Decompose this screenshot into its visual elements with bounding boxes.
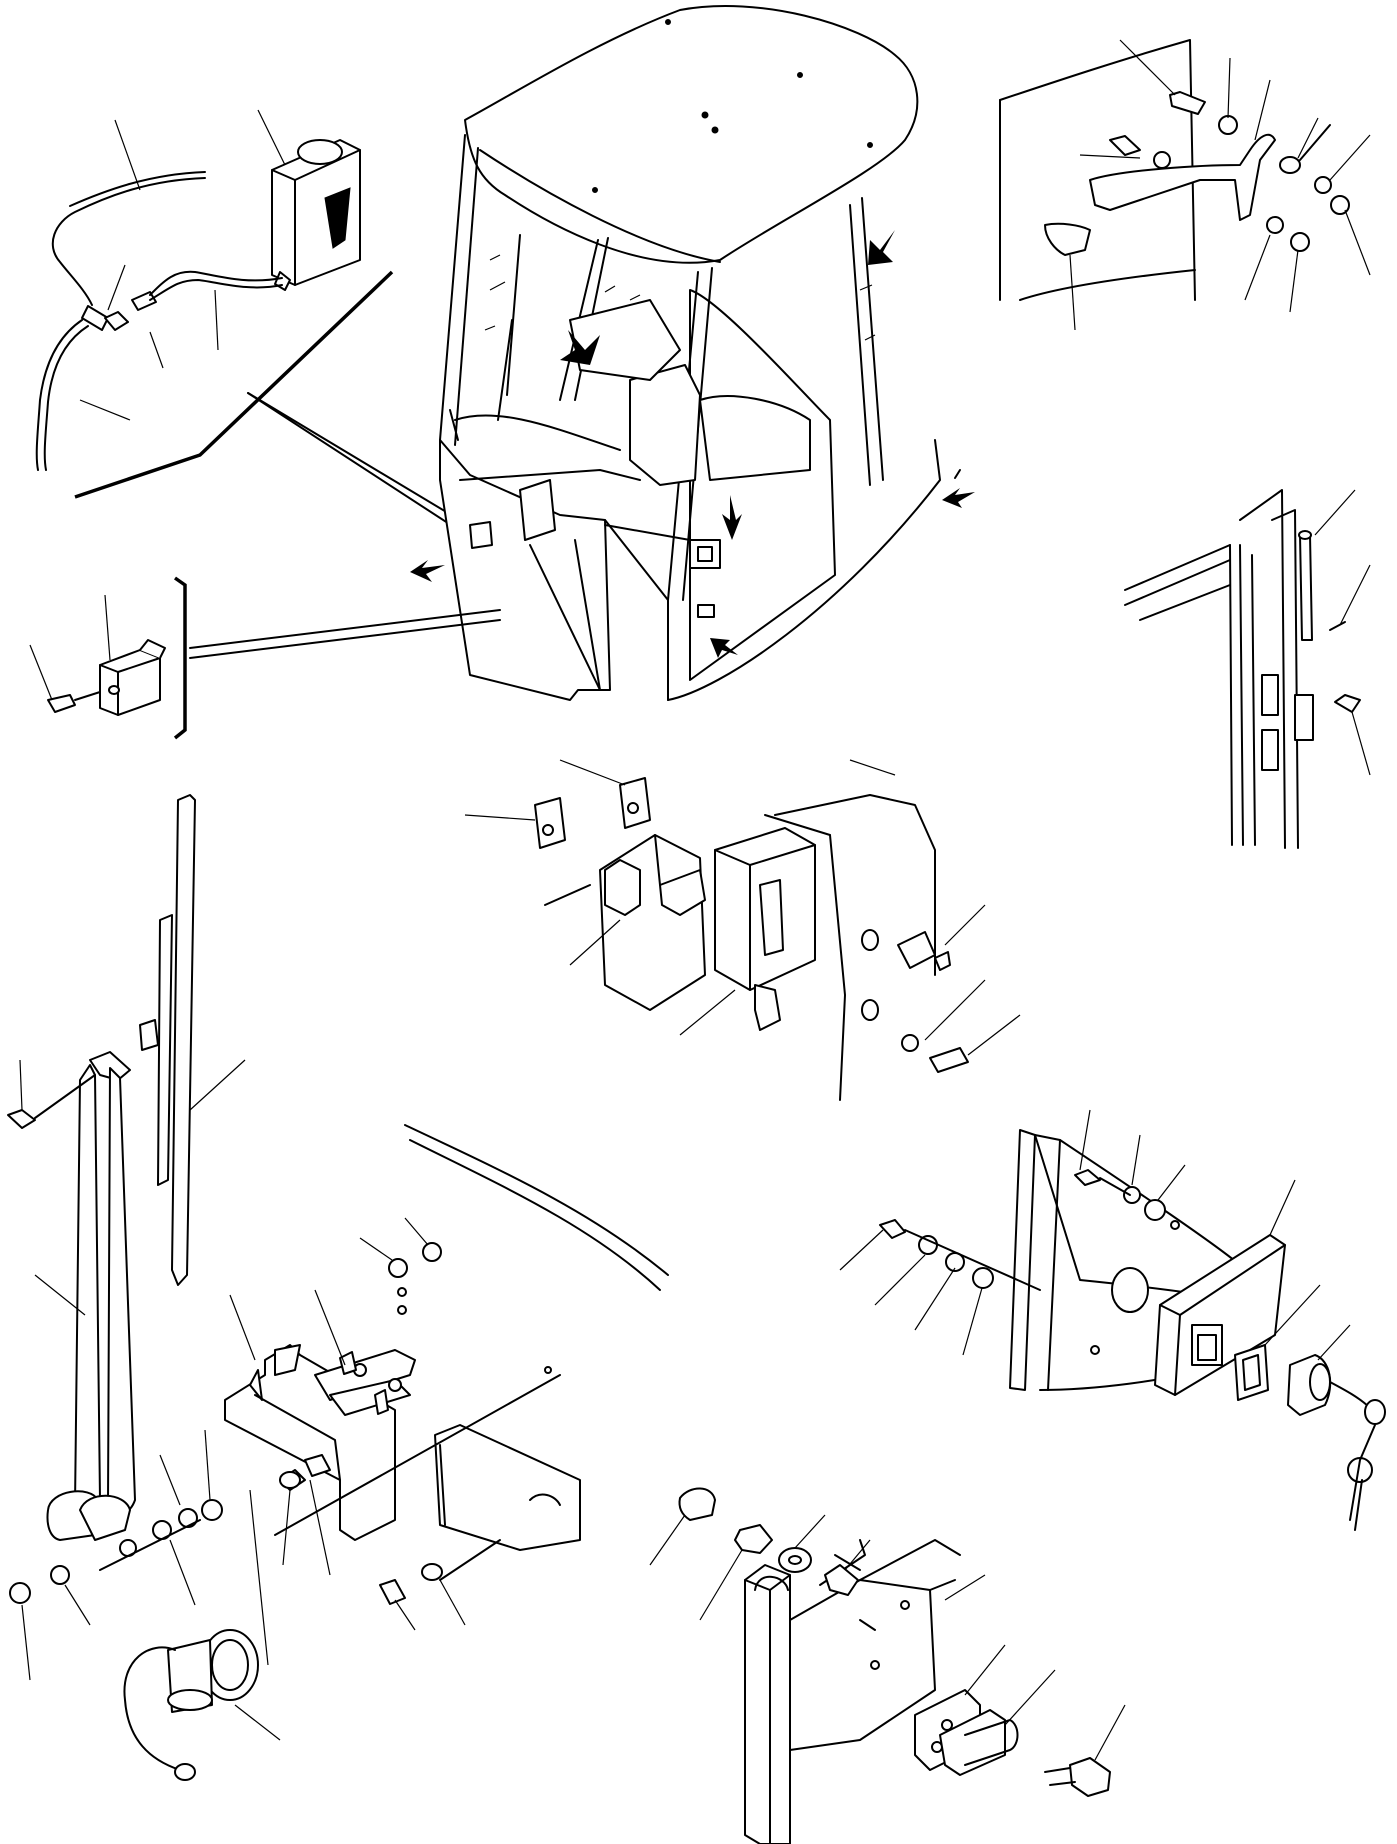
door-lock-assembly: [839, 1109, 1386, 1531]
cab-body: [410, 5, 975, 701]
callout-arrow: [868, 230, 895, 265]
callout-arrow: [942, 488, 975, 508]
callout-arrow: [560, 330, 600, 365]
washer-tank-assembly: [35, 109, 521, 571]
latch-block-assembly: [29, 576, 501, 740]
callout-arrow: [410, 560, 445, 582]
wiper-arm-assembly: [7, 794, 246, 1557]
striker-catch-assembly: [464, 759, 1021, 1101]
callout-arrow: [722, 495, 742, 540]
door-stop-assembly: [649, 1487, 1126, 1844]
callout-arrow: [710, 638, 738, 658]
window-stay-bracket: [999, 39, 1371, 331]
door-hinge-assembly: [1124, 489, 1371, 849]
wiper-motor-assembly: [9, 1124, 669, 1781]
